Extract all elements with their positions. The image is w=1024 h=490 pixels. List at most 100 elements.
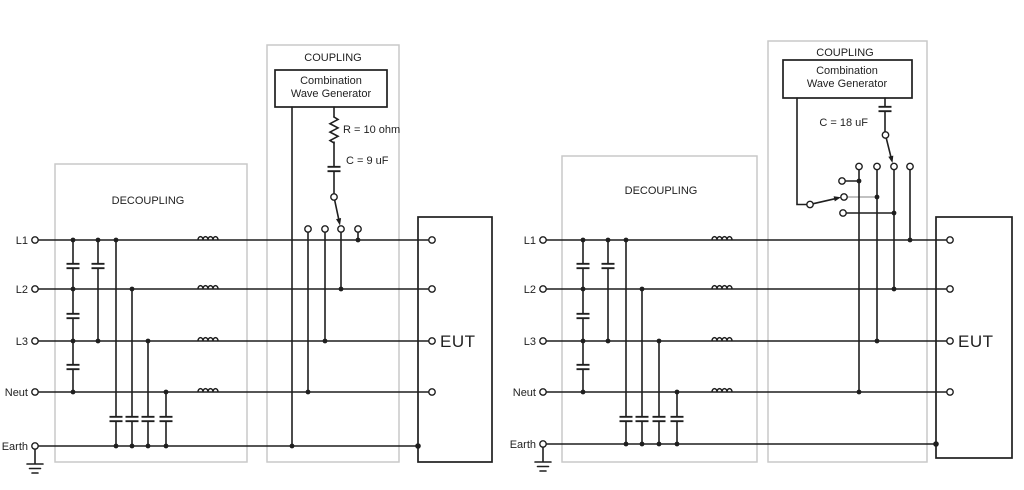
series-capacitor-symbol: [327, 165, 341, 173]
terminal-l1-in: [539, 236, 547, 244]
capacitor-plates: [601, 262, 615, 270]
left-generator-label-2: Wave Generator: [291, 88, 372, 100]
right-terminals: [539, 236, 954, 448]
capacitor-plates: [576, 262, 590, 371]
terminal-l3-in: [31, 337, 39, 345]
switch-contact-neut: [855, 162, 863, 171]
left-resistor-label: R = 10 ohm: [343, 124, 400, 136]
right-junction-dots: [580, 178, 939, 447]
switch-pivot-terminal: [806, 200, 814, 209]
left-circuit: DECOUPLING COUPLING L1 L2 L3 Neut Earth: [2, 44, 493, 474]
inductor-l1: [711, 235, 733, 241]
inductor-l3: [197, 336, 219, 342]
left-eut-box: [417, 216, 493, 463]
left-generator-label-1: Combination: [300, 75, 362, 87]
inductor-l1: [197, 235, 219, 241]
switch-arrow-icon: [833, 196, 841, 202]
right-label-l3: L3: [524, 336, 536, 348]
switch-arrow-icon: [888, 155, 894, 163]
right-line-labels: L1 L2 L3 Neut Earth: [510, 235, 536, 451]
left-power-lines: [34, 239, 433, 447]
series-capacitor-symbol: [878, 105, 892, 113]
capacitor-plates: [66, 262, 80, 371]
left-selector-switch: [304, 193, 362, 233]
left-label-earth: Earth: [2, 441, 28, 453]
right-decoupling-capacitors: [576, 239, 684, 445]
terminal-neut-eut: [428, 388, 436, 396]
right-power-lines: [542, 239, 951, 445]
left-decoupling-inductors: [197, 235, 219, 393]
inductor-neut: [711, 387, 733, 393]
switch-contact-l3: [321, 225, 329, 233]
left-eut-label: EUT: [440, 332, 476, 351]
terminal-neut-eut: [946, 388, 954, 396]
terminal-l2-in: [539, 285, 547, 293]
terminal-l1-in: [31, 236, 39, 244]
right-circuit: DECOUPLING COUPLING L1 L2 L3 Neut Earth: [510, 40, 1013, 472]
right-return-switch: [796, 97, 895, 217]
right-selector-switch: [855, 131, 914, 171]
left-label-l2: L2: [16, 284, 28, 296]
switch-contact-l2: [890, 162, 898, 171]
terminal-l1-eut: [946, 236, 954, 244]
terminal-earth-in: [31, 442, 39, 450]
capacitor-plates: [91, 262, 105, 270]
terminal-l2-eut: [946, 285, 954, 293]
right-label-earth: Earth: [510, 439, 536, 451]
right-eut-box: [935, 216, 1013, 459]
inductor-neut: [197, 387, 219, 393]
terminal-l2-eut: [428, 285, 436, 293]
left-junction-dots: [70, 237, 421, 449]
left-label-l3: L3: [16, 336, 28, 348]
switch-contact-neut: [838, 177, 846, 185]
right-generator-label-1: Combination: [816, 65, 878, 77]
right-ground-icon: [534, 446, 552, 472]
left-decoupling-capacitors: [66, 239, 173, 447]
right-capacitor-label: C = 18 uF: [819, 117, 868, 129]
switch-pivot-terminal: [881, 131, 890, 139]
capacitor-plates: [109, 415, 173, 423]
switch-arm: [885, 137, 892, 158]
switch-contact-l3: [873, 162, 881, 171]
right-label-l1: L1: [524, 235, 536, 247]
switch-contact-l3: [840, 193, 848, 201]
right-decoupling-box: [561, 155, 758, 463]
switch-arrow-icon: [336, 218, 342, 226]
terminal-l3-in: [539, 337, 547, 345]
left-surge-branch: R = 10 ohm C = 9 uF: [304, 106, 400, 393]
left-capacitor-label: C = 9 uF: [346, 155, 389, 167]
terminal-l1-eut: [428, 236, 436, 244]
inductor-l3: [711, 336, 733, 342]
switch-contact-neut: [304, 225, 312, 233]
right-coupling-label: COUPLING: [816, 47, 873, 59]
terminal-l3-eut: [428, 337, 436, 345]
right-generator-return-wire: [796, 97, 808, 206]
left-ground-icon: [26, 448, 44, 474]
capacitor-plates: [619, 415, 684, 423]
inductor-l2: [711, 284, 733, 290]
right-label-l2: L2: [524, 284, 536, 296]
terminal-l2-in: [31, 285, 39, 293]
switch-arm: [812, 197, 836, 205]
left-generator-box: [274, 69, 388, 108]
inductor-l2: [197, 284, 219, 290]
switch-pivot-terminal: [330, 193, 338, 201]
right-decoupling-label: DECOUPLING: [625, 185, 698, 197]
right-decoupling-inductors: [711, 235, 733, 393]
right-generator-label-2: Wave Generator: [807, 78, 888, 90]
switch-arm: [333, 199, 340, 221]
terminal-l3-eut: [946, 337, 954, 345]
left-decoupling-box: [54, 163, 248, 463]
left-coupling-label: COUPLING: [304, 52, 361, 64]
left-decoupling-label: DECOUPLING: [112, 195, 185, 207]
terminal-neut-in: [539, 388, 547, 396]
left-label-l1: L1: [16, 235, 28, 247]
right-eut-label: EUT: [958, 332, 994, 351]
left-coupling-box: [266, 44, 400, 463]
switch-contact-l2: [337, 225, 345, 233]
switch-contact-l2: [839, 209, 847, 217]
left-label-neut: Neut: [5, 387, 28, 399]
switch-contact-l1: [354, 225, 362, 233]
